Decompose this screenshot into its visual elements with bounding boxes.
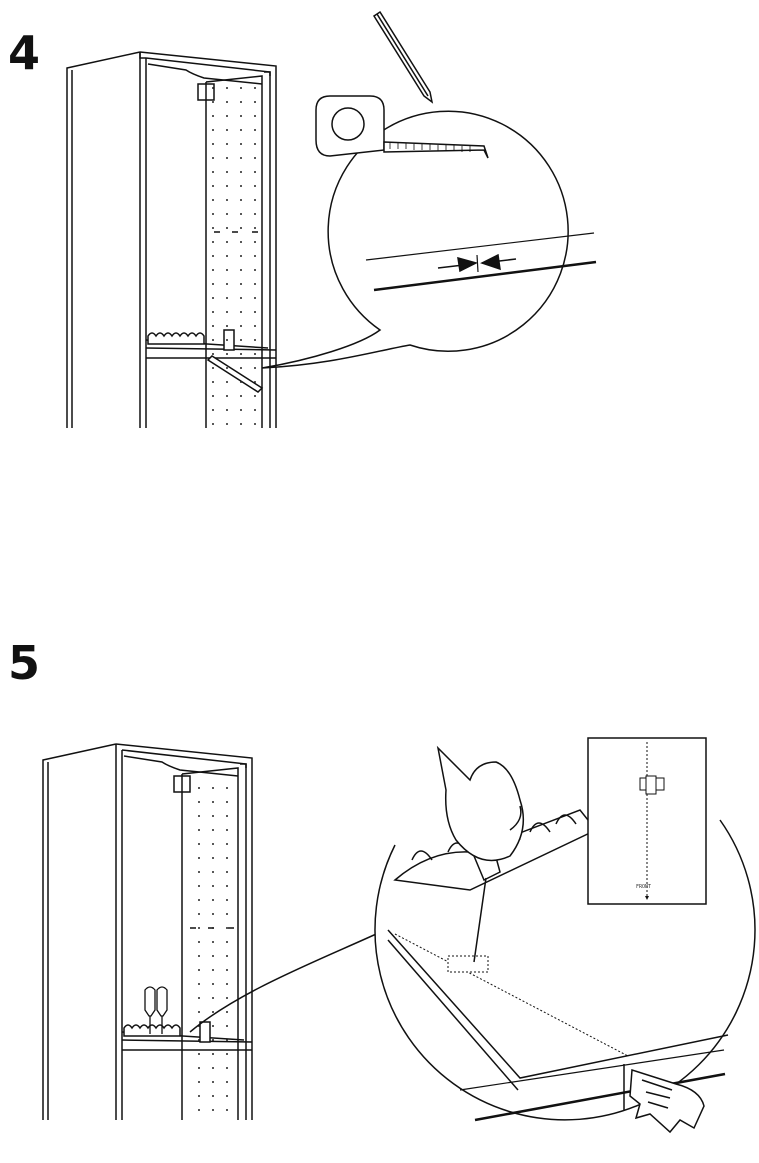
screwdriver-icon (144, 986, 168, 1034)
step4-peg-holes (210, 86, 262, 428)
step5-cabinet (42, 743, 253, 1120)
tape-measure-icon (315, 95, 489, 159)
arrow-icon (437, 253, 517, 273)
awl-icon (436, 745, 525, 963)
step4-detail-callout (261, 110, 597, 369)
inset-diagram (587, 737, 707, 905)
inset-front-label: FRONT (636, 884, 651, 890)
pencil-icon (372, 10, 434, 104)
hand-icon (629, 1068, 705, 1134)
step5-peg-holes (186, 778, 238, 1120)
step-number-4: 4 (8, 26, 41, 80)
step-number-5: 5 (8, 636, 41, 690)
